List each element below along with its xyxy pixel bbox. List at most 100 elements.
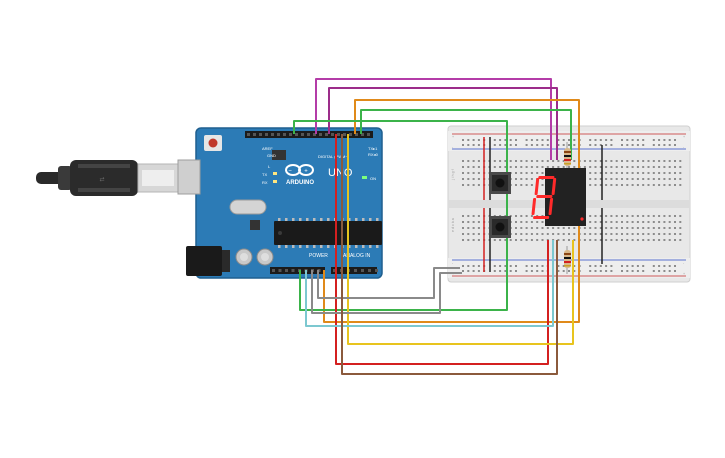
header-pin[interactable] [265,133,268,136]
breadboard-hole[interactable] [615,215,618,217]
breadboard-hole[interactable] [477,178,480,180]
breadboard-hole[interactable] [552,227,555,229]
breadboard-hole[interactable] [462,215,464,217]
breadboard-hole[interactable] [594,160,597,162]
rail-hole[interactable] [589,265,592,267]
breadboard-hole[interactable] [647,239,650,241]
rail-hole[interactable] [589,270,592,272]
breadboard-hole[interactable] [652,172,655,174]
rail-hole[interactable] [536,265,539,267]
breadboard-hole[interactable] [674,160,676,162]
rail-hole[interactable] [621,144,623,146]
rail-hole[interactable] [652,270,655,272]
breadboard-hole[interactable] [594,172,597,174]
breadboard-hole[interactable] [647,215,650,217]
breadboard-hole[interactable] [589,172,592,174]
breadboard-hole[interactable] [642,166,645,168]
rail-hole[interactable] [509,139,512,141]
breadboard-hole[interactable] [467,172,470,174]
rail-hole[interactable] [621,139,623,141]
breadboard-hole[interactable] [658,227,661,229]
breadboard-hole[interactable] [668,160,671,162]
breadboard-hole[interactable] [477,166,480,168]
breadboard-hole[interactable] [615,221,618,223]
rail-hole[interactable] [477,270,480,272]
rail-hole[interactable] [536,139,539,141]
rail-hole[interactable] [626,139,629,141]
breadboard-hole[interactable] [541,160,544,162]
breadboard-hole[interactable] [520,184,523,186]
breadboard-hole[interactable] [658,160,661,162]
breadboard-hole[interactable] [642,227,645,229]
breadboard-hole[interactable] [594,239,597,241]
header-pin[interactable] [355,133,358,136]
header-pin[interactable] [307,133,310,136]
breadboard-hole[interactable] [568,166,570,168]
breadboard-hole[interactable] [568,239,570,241]
rail-hole[interactable] [472,139,475,141]
breadboard-hole[interactable] [525,233,528,235]
rail-hole[interactable] [599,270,602,272]
breadboard-hole[interactable] [462,172,464,174]
breadboard-hole[interactable] [679,227,682,229]
breadboard-hole[interactable] [658,178,661,180]
breadboard-hole[interactable] [621,178,623,180]
breadboard-hole[interactable] [552,233,555,235]
breadboard-hole[interactable] [679,166,682,168]
rail-hole[interactable] [605,139,608,141]
rail-hole[interactable] [530,144,533,146]
rail-hole[interactable] [636,265,639,267]
rail-hole[interactable] [631,144,634,146]
breadboard-hole[interactable] [668,221,671,223]
breadboard-hole[interactable] [647,184,650,186]
rail-hole[interactable] [509,270,512,272]
breadboard-hole[interactable] [626,221,629,223]
wire-yellow[interactable] [347,134,574,345]
breadboard-hole[interactable] [610,227,613,229]
header-pin[interactable] [271,133,274,136]
rail-hole[interactable] [472,265,475,267]
rail-hole[interactable] [610,265,613,267]
breadboard-hole[interactable] [636,160,639,162]
breadboard-hole[interactable] [573,166,576,168]
breadboard-hole[interactable] [679,184,682,186]
breadboard-hole[interactable] [636,166,639,168]
breadboard-hole[interactable] [515,166,517,168]
breadboard-hole[interactable] [605,178,608,180]
rail-hole[interactable] [568,270,570,272]
breadboard-hole[interactable] [652,221,655,223]
breadboard-hole[interactable] [610,178,613,180]
rail-hole[interactable] [477,139,480,141]
rail-hole[interactable] [536,144,539,146]
breadboard-hole[interactable] [631,178,634,180]
header-pin[interactable] [313,133,316,136]
breadboard-hole[interactable] [472,184,475,186]
breadboard-hole[interactable] [509,239,512,241]
breadboard-hole[interactable] [462,178,464,180]
breadboard-hole[interactable] [674,178,676,180]
breadboard-hole[interactable] [599,215,602,217]
breadboard-hole[interactable] [631,221,634,223]
rail-hole[interactable] [663,265,666,267]
rail-hole[interactable] [663,139,666,141]
breadboard-hole[interactable] [536,172,539,174]
breadboard-hole[interactable] [631,172,634,174]
breadboard-hole[interactable] [557,160,560,162]
rail-hole[interactable] [626,270,629,272]
breadboard-hole[interactable] [652,215,655,217]
breadboard-hole[interactable] [663,160,666,162]
breadboard-hole[interactable] [573,160,576,162]
breadboard-hole[interactable] [520,215,523,217]
wire-cyan[interactable] [305,240,554,327]
breadboard-hole[interactable] [472,239,475,241]
breadboard-hole[interactable] [621,160,623,162]
breadboard-hole[interactable] [467,215,470,217]
breadboard-hole[interactable] [658,239,661,241]
breadboard-hole[interactable] [525,227,528,229]
breadboard-hole[interactable] [493,166,496,168]
breadboard-hole[interactable] [583,239,586,241]
power-header[interactable] [270,267,325,274]
rail-hole[interactable] [541,265,544,267]
rail-hole[interactable] [621,270,623,272]
breadboard-hole[interactable] [467,166,470,168]
